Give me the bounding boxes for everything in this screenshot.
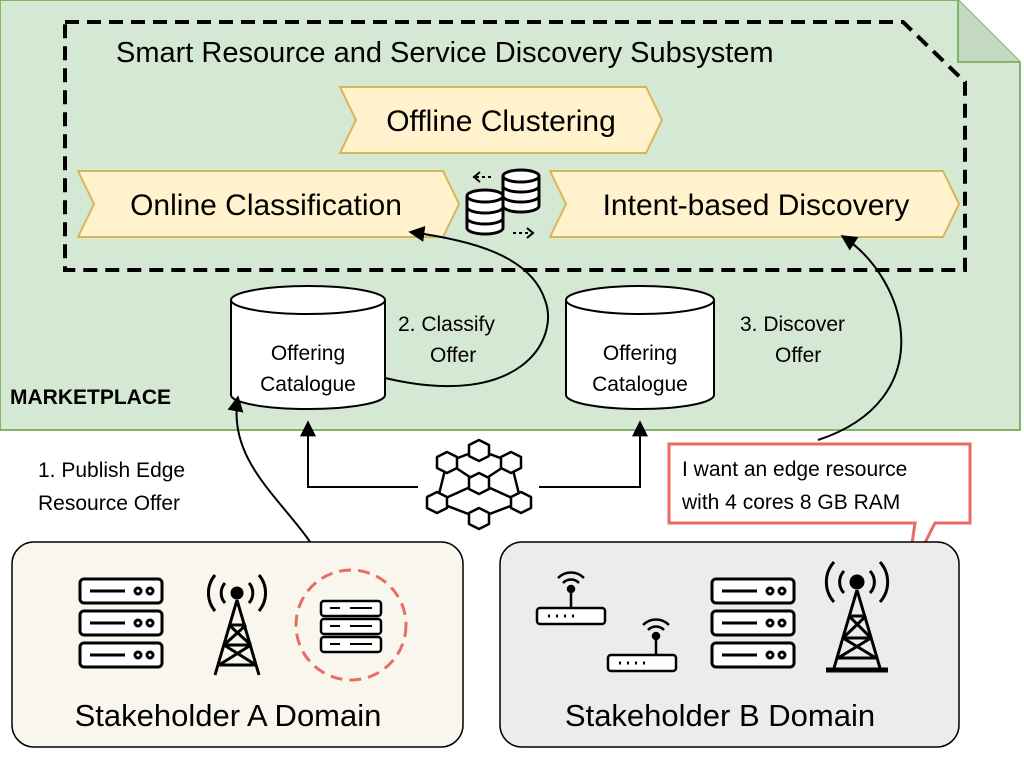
discover-label-line2: Offer xyxy=(775,344,821,367)
intent-discovery-label: Intent-based Discovery xyxy=(603,189,910,222)
catalogue-left-line1: Offering xyxy=(271,342,345,365)
publish-label-line2: Resource Offer xyxy=(38,492,180,515)
discover-arrow xyxy=(817,235,903,441)
offering-catalogue-left: Offering Catalogue xyxy=(230,285,386,410)
classify-label-line2: Offer xyxy=(430,344,476,367)
classify-label-line1: 2. Classify xyxy=(398,313,495,336)
new-offer-highlight xyxy=(294,568,408,682)
antenna-tower-icon xyxy=(207,574,267,676)
edge-server-icon xyxy=(319,599,383,654)
request-callout: I want an edge resource with 4 cores 8 G… xyxy=(667,442,972,579)
catalogue-right-line2: Catalogue xyxy=(592,373,688,396)
blockchain-icon xyxy=(425,438,533,531)
stakeholder-b-domain: Stakeholder B Domain xyxy=(499,541,960,748)
offline-clustering-label: Offline Clustering xyxy=(386,105,616,138)
server-rack-icon xyxy=(710,577,796,669)
online-classification-step: Online Classification xyxy=(76,170,461,238)
catalogue-right-line1: Offering xyxy=(603,342,677,365)
publish-label-line1: 1. Publish Edge xyxy=(38,459,185,482)
router-icon-2 xyxy=(606,618,678,673)
subsystem-boundary xyxy=(63,20,967,272)
online-classification-label: Online Classification xyxy=(130,189,402,222)
router-icon xyxy=(535,571,607,626)
blockchain-left-link xyxy=(300,420,418,488)
domain-a-label: Stakeholder A Domain xyxy=(75,698,382,733)
callout-line2: with 4 cores 8 GB RAM xyxy=(681,491,900,514)
catalogue-left-line2: Catalogue xyxy=(260,373,356,396)
database-sync-icon xyxy=(465,168,541,239)
domain-b-label: Stakeholder B Domain xyxy=(565,698,875,733)
stakeholder-a-domain: Stakeholder A Domain xyxy=(11,541,464,748)
subsystem-title: Smart Resource and Service Discovery Sub… xyxy=(116,37,774,69)
callout-line1: I want an edge resource xyxy=(682,458,907,481)
marketplace-label: MARKETPLACE xyxy=(10,386,171,409)
discover-label-line1: 3. Discover xyxy=(740,313,845,336)
classify-arrow xyxy=(384,225,549,388)
intent-discovery-step: Intent-based Discovery xyxy=(548,170,961,238)
offline-clustering-step: Offline Clustering xyxy=(338,86,664,154)
offering-catalogue-right: Offering Catalogue xyxy=(565,285,715,410)
blockchain-right-link xyxy=(539,420,648,488)
antenna-tower-icon xyxy=(824,561,890,673)
server-rack-icon xyxy=(78,577,164,669)
